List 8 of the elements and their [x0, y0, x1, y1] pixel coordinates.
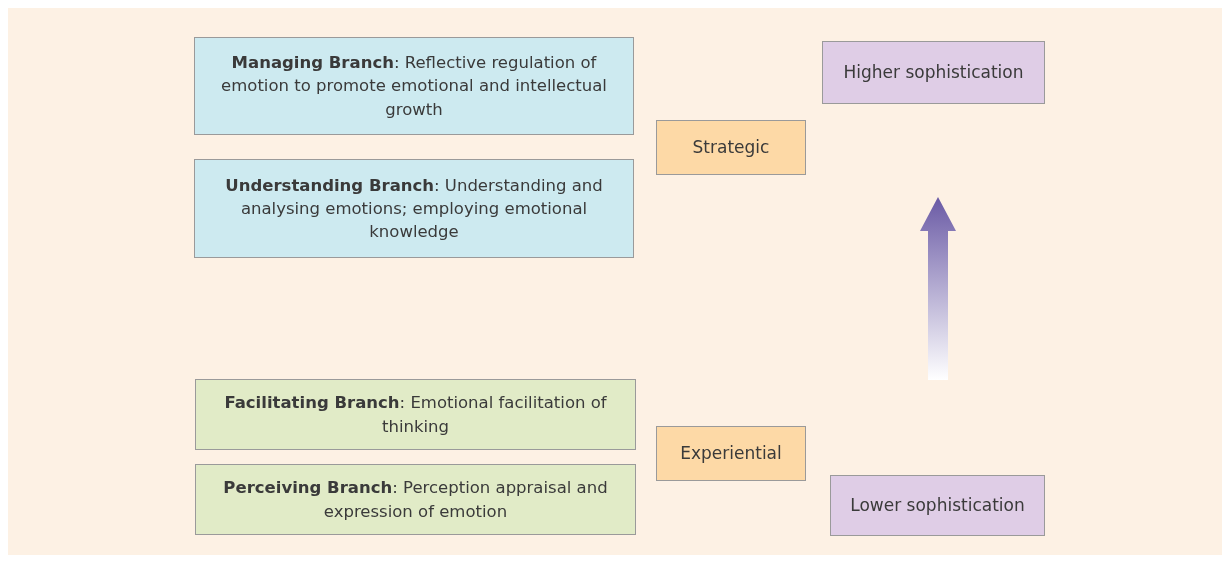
- text-box: Facilitating Branch: Emotional facilitation of thinking: [195, 379, 636, 450]
- text-box: Higher sophistication: [822, 41, 1045, 104]
- text-box: Lower sophistication: [830, 475, 1045, 536]
- text-box: Managing Branch: Reflective regulation of emotion to promote emotional and intellectual growth: [194, 37, 634, 135]
- text-box: Experiential: [656, 426, 806, 481]
- text-box: Strategic: [656, 120, 806, 175]
- text-box: Perceiving Branch: Perception appraisal and expression of emotion: [195, 464, 636, 535]
- text-box: Understanding Branch: Understanding and analysing emotions; employing emotional knowledge: [194, 159, 634, 258]
